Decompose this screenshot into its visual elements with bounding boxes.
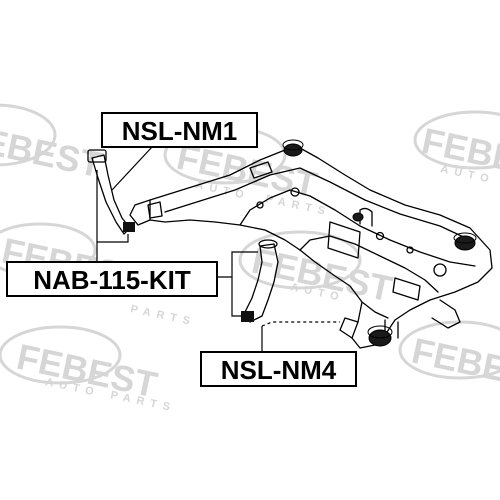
subframe-hole bbox=[406, 246, 414, 254]
leader-nm1 bbox=[111, 146, 153, 191]
watermark-logo bbox=[413, 110, 500, 170]
subframe-inner-edge bbox=[299, 235, 439, 293]
link-joint-top bbox=[258, 239, 278, 249]
callout-nsl-nm4: NSL-NM4 bbox=[200, 351, 357, 387]
bushing-ring bbox=[282, 139, 304, 151]
stabilizer-link-nm4 bbox=[243, 243, 279, 323]
subframe-cutout bbox=[327, 221, 361, 259]
callout-nsl-nm1: NSL-NM1 bbox=[101, 112, 258, 148]
subframe-cutout bbox=[392, 277, 421, 301]
subframe-left-arm bbox=[147, 201, 163, 219]
callout-nab-115-kit: NAB-115-KIT bbox=[6, 261, 218, 297]
leader-kit bbox=[218, 251, 258, 278]
subframe-lower-edge bbox=[431, 299, 461, 329]
subframe-left-arm bbox=[129, 199, 151, 226]
bushing-mid bbox=[352, 212, 364, 222]
subframe-inner-edge bbox=[239, 189, 476, 267]
link-bushing-nm4 bbox=[241, 311, 254, 322]
subframe-hole bbox=[290, 187, 300, 197]
subframe-cutout bbox=[249, 161, 273, 179]
link-bushing-nm1 bbox=[123, 222, 135, 232]
subframe-hole bbox=[375, 231, 385, 241]
watermark-logo bbox=[0, 103, 57, 167]
bushing-ring bbox=[367, 325, 393, 339]
watermark-logo bbox=[0, 325, 122, 385]
leader-nm4-dashed bbox=[261, 321, 340, 327]
leader-kit bbox=[231, 277, 242, 317]
bushing-ring bbox=[453, 232, 477, 244]
subframe-lower-edge bbox=[339, 301, 389, 339]
watermark-logo bbox=[238, 230, 362, 290]
leader-kit bbox=[96, 170, 129, 243]
subframe-hole bbox=[256, 201, 264, 209]
subframe-hole bbox=[433, 263, 447, 277]
subframe-inner-edge bbox=[164, 167, 471, 241]
subframe-body bbox=[149, 147, 493, 349]
link-joint-top bbox=[87, 149, 107, 163]
